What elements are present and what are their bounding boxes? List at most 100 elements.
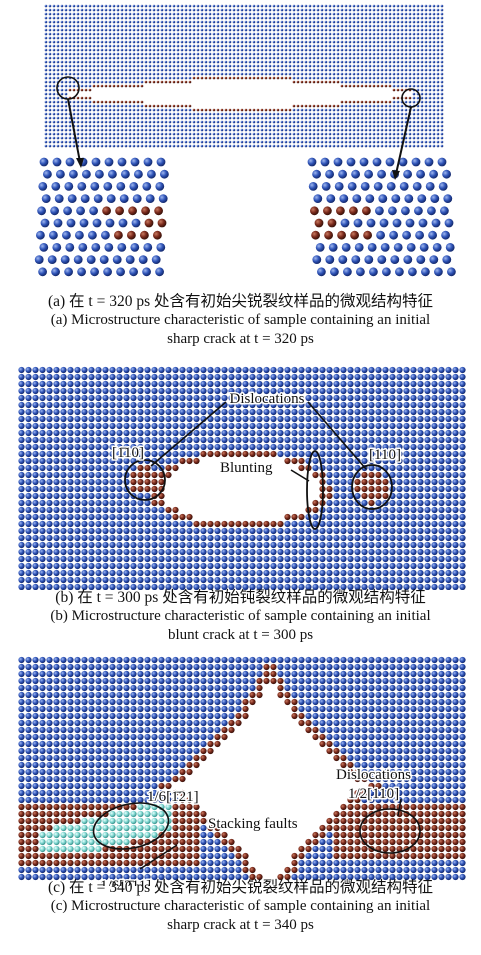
lattice-atom [193,534,200,542]
lattice-atom [116,541,123,549]
lattice-atom [120,80,124,84]
zoom-lattice-atom [49,230,58,240]
lattice-atom [144,513,151,521]
defect-atom [375,478,382,486]
lattice-atom [308,68,312,72]
lattice-atom [340,112,344,116]
lattice-atom [296,76,300,80]
lattice-atom [291,408,298,416]
lattice-atom [123,422,130,430]
lattice-atom [72,144,76,148]
lattice-atom [152,28,156,32]
lattice-atom [60,436,67,444]
crack-edge-atom [220,108,224,112]
lattice-atom [95,534,102,542]
lattice-atom [144,128,148,132]
lattice-atom [124,24,128,28]
lattice-atom [56,40,60,44]
lattice-atom [144,136,148,140]
lattice-atom [364,116,368,120]
lattice-atom [188,44,192,48]
lattice-atom [263,373,270,381]
zoom-lattice-atom [438,182,448,191]
lattice-atom [368,16,372,20]
lattice-atom [240,8,244,12]
lattice-atom [280,120,284,124]
lattice-atom [244,32,248,36]
lattice-atom [164,24,168,28]
lattice-atom [104,140,108,144]
lattice-atom [417,373,424,381]
lattice-atom [172,16,176,20]
lattice-atom [280,124,284,128]
lattice-atom [404,64,408,68]
lattice-atom [128,108,132,112]
lattice-atom [236,68,240,72]
lattice-atom [410,380,417,388]
lattice-atom [172,56,176,60]
lattice-atom [344,64,348,68]
lattice-atom [132,116,136,120]
lattice-atom [80,80,84,84]
lattice-atom [392,136,396,140]
lattice-atom [312,12,316,16]
lattice-atom [328,44,332,48]
lattice-atom [332,32,336,36]
lattice-atom [260,60,264,64]
lattice-atom [368,56,372,60]
lattice-atom [160,4,164,8]
lattice-atom [60,527,67,535]
lattice-atom [296,44,300,48]
lattice-atom [305,429,312,437]
lattice-atom [186,422,193,430]
lattice-atom [256,394,263,402]
lattice-atom [214,394,221,402]
lattice-atom [109,527,116,535]
lattice-atom [324,132,328,136]
lattice-atom [109,394,116,402]
lattice-atom [144,76,148,80]
lattice-atom [116,436,123,444]
lattice-atom [256,68,260,72]
lattice-atom [200,534,207,542]
lattice-atom [130,548,137,556]
lattice-atom [44,48,48,52]
lattice-atom [264,16,268,20]
lattice-atom [348,128,352,132]
crack-edge-atom [168,104,172,108]
lattice-atom [300,32,304,36]
lattice-atom [333,436,340,444]
lattice-atom [340,124,344,128]
lattice-atom [308,48,312,52]
lattice-atom [248,144,252,148]
lattice-atom [432,56,436,60]
lattice-atom [60,450,67,458]
lattice-atom [18,422,25,430]
lattice-atom [96,36,100,40]
lattice-atom [212,36,216,40]
lattice-atom [304,132,308,136]
lattice-atom [109,422,116,430]
lattice-atom [360,52,364,56]
lattice-atom [200,56,204,60]
lattice-atom [438,534,445,542]
lattice-atom [298,541,305,549]
lattice-atom [100,28,104,32]
lattice-atom [136,124,140,128]
lattice-atom [84,8,88,12]
lattice-atom [88,128,92,132]
lattice-atom [109,485,116,493]
lattice-atom [352,116,356,120]
lattice-atom [128,68,132,72]
lattice-atom [316,120,320,124]
lattice-atom [396,104,400,108]
lattice-atom [352,4,356,8]
lattice-atom [172,373,179,381]
lattice-atom [44,124,48,128]
lattice-atom [136,68,140,72]
lattice-atom [356,72,360,76]
lattice-atom [356,124,360,128]
lattice-atom [268,68,272,72]
lattice-atom [272,52,276,56]
lattice-atom [372,56,376,60]
